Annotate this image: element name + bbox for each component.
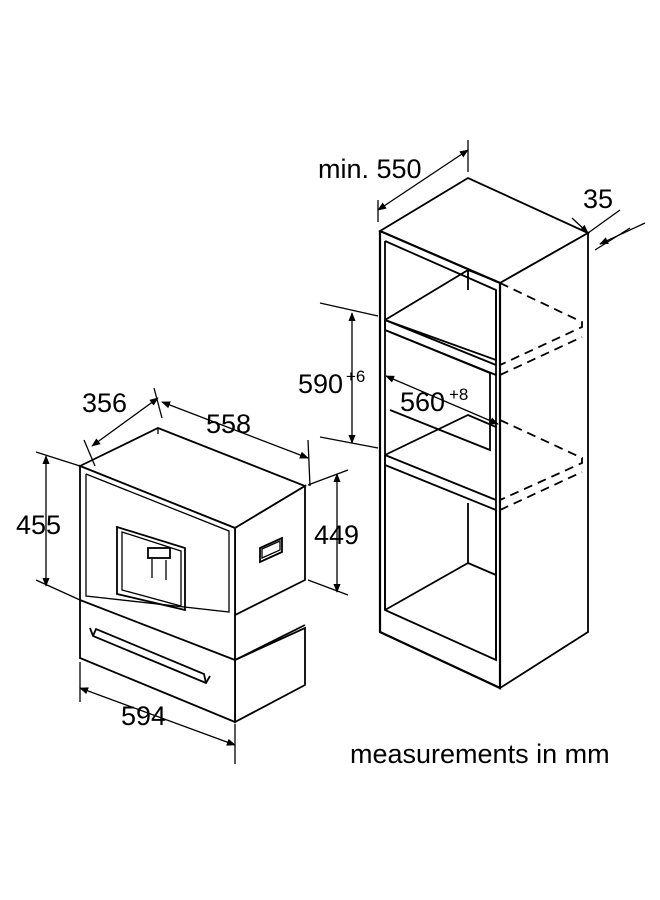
niche-height-449-label: 449 <box>314 520 359 550</box>
appliance-height-455-label: 455 <box>16 510 61 540</box>
appliance-width-594-label: 594 <box>121 701 166 731</box>
coffee-machine-drawing <box>77 427 308 724</box>
niche-width-tolerance: +8 <box>449 385 468 404</box>
niche-height-590-label: 590 <box>298 369 343 399</box>
appliance-depth-558-label: 558 <box>206 409 251 439</box>
cabinet-dimension-lines <box>319 140 646 449</box>
tall-cabinet-drawing <box>378 176 590 690</box>
niche-height-tolerance: +6 <box>346 367 365 386</box>
panel-thickness-35-label: 35 <box>583 184 613 214</box>
units-note: measurements in mm <box>350 739 610 769</box>
appliance-dimension-lines <box>35 387 349 764</box>
niche-width-560-label: 560 <box>400 387 445 417</box>
cabinet-depth-label: min. 550 <box>318 154 422 184</box>
appliance-depth-356-label: 356 <box>82 388 127 418</box>
